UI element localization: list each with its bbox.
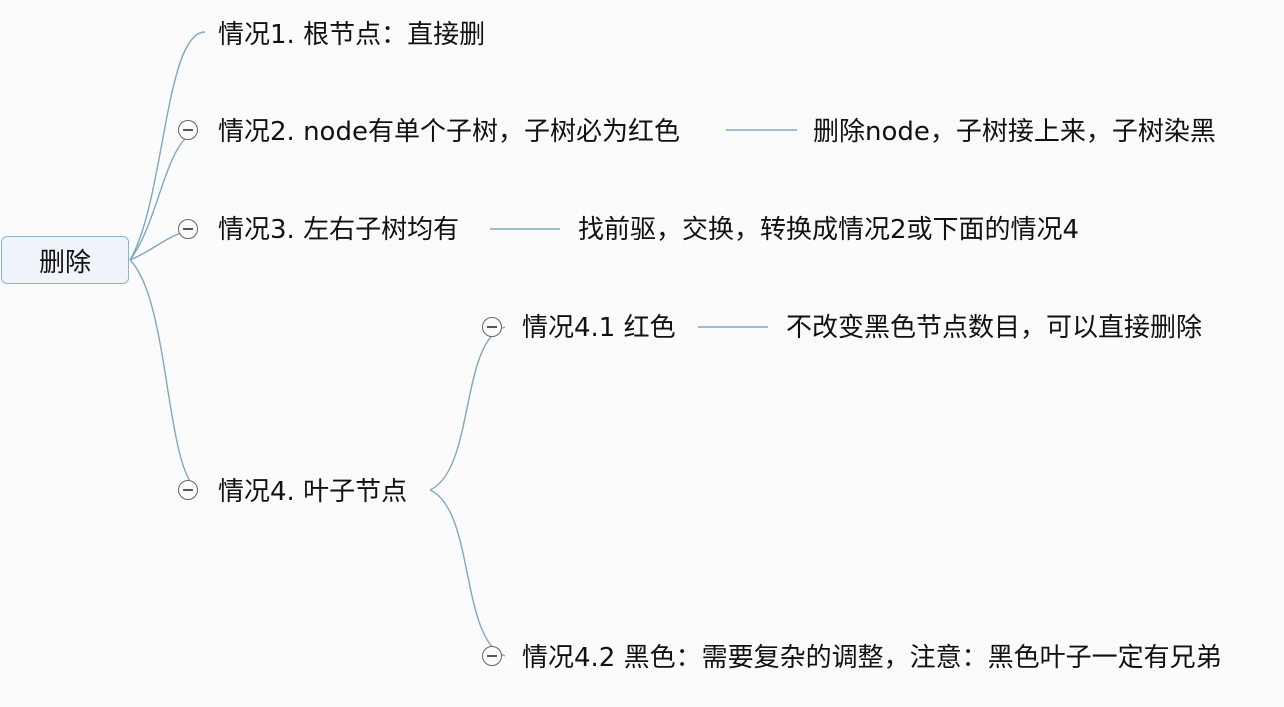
collapse-case-2-icon[interactable] bbox=[178, 120, 198, 140]
collapse-case-4-icon[interactable] bbox=[178, 480, 198, 500]
connector-root-case1 bbox=[129, 31, 206, 261]
root-node[interactable]: 删除 bbox=[1, 236, 129, 284]
connector-root-case4 bbox=[129, 259, 199, 491]
case-1-node[interactable]: 情况1. 根节点：直接删 bbox=[218, 20, 486, 50]
root-node-label: 删除 bbox=[38, 247, 91, 278]
connector-case4-case42 bbox=[429, 489, 506, 657]
collapse-case-3-icon[interactable] bbox=[178, 219, 198, 239]
case-2-detail-node[interactable]: 删除node，子树接上来，子树染黑 bbox=[813, 117, 1216, 147]
case-4-2-node[interactable]: 情况4.2 黑色：需要复杂的调整，注意：黑色叶子一定有兄弟 bbox=[522, 643, 1222, 673]
case-4-node[interactable]: 情况4. 叶子节点 bbox=[218, 477, 408, 507]
case-3-detail-node[interactable]: 找前驱，交换，转换成情况2或下面的情况4 bbox=[578, 215, 1080, 245]
collapse-case-4-2-icon[interactable] bbox=[482, 646, 502, 666]
connector-case4-case41 bbox=[429, 326, 506, 491]
collapse-case-4-1-icon[interactable] bbox=[482, 317, 502, 337]
case-2-node[interactable]: 情况2. node有单个子树，子树必为红色 bbox=[218, 117, 680, 147]
case-3-node[interactable]: 情况3. 左右子树均有 bbox=[218, 215, 460, 245]
case-4-1-node[interactable]: 情况4.1 红色 bbox=[522, 313, 676, 343]
case-4-1-detail-node[interactable]: 不改变黑色节点数目，可以直接删除 bbox=[786, 313, 1203, 343]
